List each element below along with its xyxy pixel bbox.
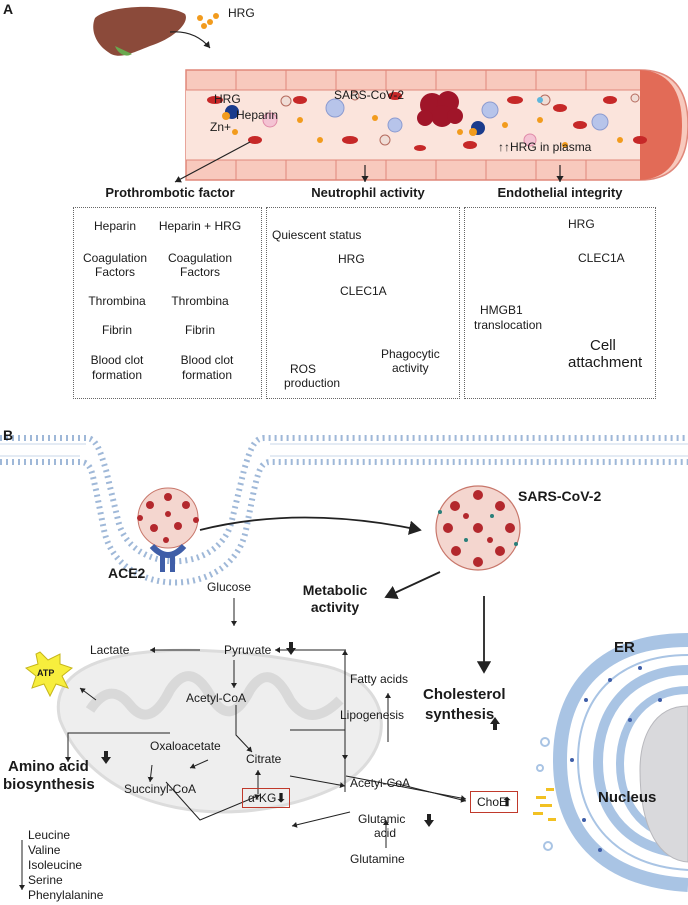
- up-arrow-cholesterol: [490, 717, 500, 730]
- neutro-production: production: [284, 376, 341, 390]
- endothelial-title: Endothelial integrity: [497, 185, 623, 200]
- neutro-receptor: CLEC1A: [340, 284, 387, 298]
- er-label: ER: [614, 639, 635, 656]
- pro-left-fibrin: Fibrin: [101, 323, 133, 337]
- choe-label: ChoE: [477, 795, 508, 809]
- biosynthesis-label: biosynthesis: [3, 776, 95, 793]
- virus-to-metabolic-arrow: [384, 571, 441, 599]
- cell-membrane: [0, 435, 688, 586]
- amino-phenylalanine: Phenylalanine: [28, 888, 104, 902]
- platelet-icon: [537, 97, 543, 103]
- endo-attachment: attachment: [568, 354, 643, 371]
- pro-left-heparin: Heparin: [93, 219, 137, 233]
- amino-valine: Valine: [28, 843, 61, 857]
- neutro-ros: ROS: [290, 362, 317, 376]
- vessel-sars-label: SARS-CoV-2: [334, 88, 405, 102]
- lactate-label: Lactate: [90, 643, 130, 657]
- arrow-to-prothrombotic: [174, 141, 251, 183]
- pro-left-thrombina: Thrombina: [88, 294, 146, 308]
- hrg-label-top: HRG: [228, 6, 255, 20]
- prothrombotic-title: Prothrombotic factor: [105, 185, 235, 200]
- neutrophil-title: Neutrophil activity: [311, 185, 425, 200]
- endothelial-box: [464, 207, 656, 399]
- synthesis-label: synthesis: [425, 706, 495, 723]
- liver-to-vessel-arrow: [169, 31, 211, 49]
- lipogenesis-label: Lipogenesis: [340, 708, 405, 722]
- amino-isoleucine: Isoleucine: [28, 858, 83, 872]
- metabolic-label: Metabolic: [302, 582, 368, 598]
- oxaloacetate-label: Oxaloacetate: [150, 739, 221, 753]
- blood-clot-icon: [417, 91, 463, 127]
- ace2-receptor-icon: [149, 543, 187, 572]
- pro-left-factors: Factors: [94, 265, 136, 279]
- endo-cell: Cell: [590, 337, 616, 354]
- pro-left-formation: formation: [91, 368, 143, 382]
- neutro-phago: Phagocytic: [381, 347, 440, 361]
- neutro-quiescent: Quiescent status: [272, 228, 362, 242]
- akg-down-arrow: ⬇: [276, 791, 287, 805]
- atp-label: ATP: [37, 668, 55, 678]
- endo-hmgb1: HMGB1: [480, 303, 523, 317]
- amino-leucine: Leucine: [28, 828, 71, 842]
- prothrombotic-box: [73, 207, 262, 399]
- sars-cov-2-icon: [435, 485, 521, 571]
- pro-right-formation: formation: [181, 368, 233, 382]
- cholesterol-label: Cholesterol: [423, 686, 506, 703]
- succinyl-label: Succinyl-CoA: [124, 782, 197, 796]
- endo-translocation: translocation: [474, 318, 543, 332]
- acid-label: acid: [374, 826, 397, 840]
- neutrophil-box: [266, 207, 460, 399]
- nucleus-label: Nucleus: [598, 789, 657, 806]
- vessel-zn-label: Zn+: [210, 120, 232, 134]
- activity-label: activity: [310, 599, 360, 615]
- fatty-acids-label: Fatty acids: [350, 672, 409, 686]
- ace2-label: ACE2: [108, 565, 146, 581]
- choe-box: [470, 791, 518, 813]
- vessel-heparin-label: Heparin: [236, 108, 279, 122]
- neutro-activity: activity: [392, 361, 429, 375]
- pro-right-heparin-hrg: Heparin + HRG: [158, 219, 242, 233]
- endo-hrg: HRG: [568, 217, 595, 231]
- pro-right-fibrin: Fibrin: [184, 323, 216, 337]
- panel-a-label: A: [3, 1, 14, 17]
- liver-icon: [93, 6, 186, 56]
- blood-vessel: [185, 69, 688, 181]
- pro-right-factors: Factors: [179, 265, 221, 279]
- nucleus-icon: [639, 705, 688, 863]
- pro-left-coag: Coagulation: [82, 251, 148, 265]
- panel-b-label: B: [3, 427, 14, 443]
- acetyl-coa-mito-label: Acetyl-CoA: [186, 691, 247, 705]
- sars-cov-2-label: SARS-CoV-2: [518, 488, 602, 504]
- neutro-hrg: HRG: [338, 252, 365, 266]
- choe-up-arrow: ⬆: [502, 795, 513, 809]
- citrate-label: Citrate: [246, 752, 282, 766]
- vessel-hrg-label: HRG: [214, 92, 241, 106]
- endo-receptor: CLEC1A: [578, 251, 625, 265]
- entry-arrow: [199, 516, 422, 535]
- amino-acid-label: Amino acid: [8, 758, 89, 775]
- glucose-label: Glucose: [207, 580, 252, 594]
- hrg-heparin-complex-icon: [222, 105, 485, 136]
- hrg-dots-icon: [197, 13, 219, 29]
- down-arrows-b: [101, 642, 434, 827]
- pro-right-clot: Blood clot: [180, 353, 234, 367]
- vessel-plasma-label: ↑↑HRG in plasma: [498, 140, 592, 154]
- pro-left-clot: Blood clot: [90, 353, 144, 367]
- atp-burst-icon: [24, 651, 74, 698]
- mitochondrion-icon: [56, 648, 383, 814]
- pro-right-coag: Coagulation: [167, 251, 233, 265]
- pyruvate-label: Pyruvate: [224, 643, 272, 657]
- glutamine-label: Glutamine: [350, 852, 405, 866]
- akg-box: [242, 788, 290, 808]
- akg-label: α-KG: [248, 791, 277, 805]
- sars-cov-2-entering-icon: [137, 487, 199, 549]
- amino-serine: Serine: [28, 873, 63, 887]
- pro-right-thrombina: Thrombina: [171, 294, 229, 308]
- glutamic-label: Glutamic: [358, 812, 406, 826]
- acetyl-coa-cyto-label: Acetyl-CoA: [350, 776, 411, 790]
